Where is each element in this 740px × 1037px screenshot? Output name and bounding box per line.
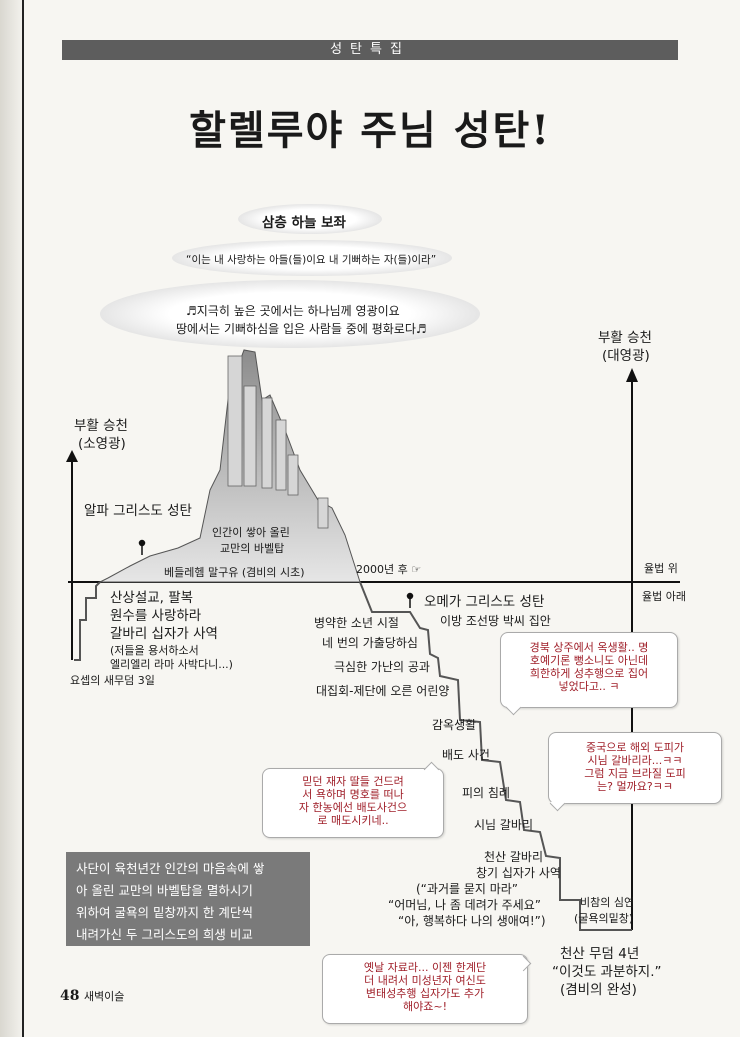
bubble-4-line: 변태성추행 십자가도 추가 [365,987,485,1000]
left-stairs-1: 산상설교, 팔복 [110,590,194,606]
cloud-bottom-line1: ♬지극히 높은 곳에서는 하나님께 영광이요 [186,304,400,318]
comment-bubble-2: 중국으로 해외 도피가 시님 갈바리라...ㅋㅋ 그럼 지금 브라질 도피 는?… [548,732,722,804]
left-arrow-label-1: 부활 승천 [74,418,128,434]
tomb-3days-label: 요셉의 새무덤 3일 [70,674,155,687]
stair-step-5: 감옥생활 [432,718,477,732]
cheonsan-2: 창기 십자가 사역 [476,866,561,880]
right-staircase [359,581,632,931]
bubble-3-line: 자 한농에선 배도사건으 [298,801,408,814]
bubble-3-line: 믿던 재자 딸들 건드려 [302,775,404,788]
cloud-top [238,204,382,234]
cheonsan-1: 천산 갈바리 [484,850,544,864]
note-line: 위하여 굴욕의 밑창까지 한 계단씩 [76,905,253,920]
bubble-4-line: 옛날 자료라... 이젠 한계단 [363,961,487,974]
cloud-bottom [100,280,480,348]
left-arrow-label-2: (소영광) [78,436,126,452]
law-above-label: 율법 위 [644,562,678,575]
left-steps [74,581,101,661]
alpha-label: 알파 그리스도 성탄 [84,503,192,519]
tomb4-2: “이것도 과분하지.” [552,964,662,980]
omega-sub: 이방 조선땅 박씨 집안 [440,614,551,628]
stair-step-7: 피의 침례 [462,786,510,800]
left-stairs-5: 엘리엘리 라마 사박다니...) [110,658,233,671]
tomb4-3: (겸비의 완성) [560,982,637,998]
bubble-4-line: 더 내려서 미성년자 여신도 [364,974,486,987]
comment-bubble-4: 옛날 자료라... 이젠 한계단 더 내려서 미성년자 여신도 변태성추행 십자… [322,954,528,1024]
left-stairs-2: 원수를 사랑하라 [110,608,202,624]
left-arrow-head [66,450,78,462]
cheonsan-5: “아, 행복하다 나의 생애여!”) [398,914,546,928]
figure-right [406,592,414,608]
cloud-middle [172,240,452,276]
abyss-label-1: 비참의 심연 [580,896,635,909]
bubble-1-line: 희한하게 성추행으로 집어 [529,667,649,680]
page-number: 48 [60,988,80,1004]
cheonsan-4: “어머님, 나 좀 데려가 주세요” [388,898,541,912]
bubble-2-line: 시님 갈바리라...ㅋㅋ [587,754,683,767]
bubble-2-line: 는? 멀까요?ㅋㅋ [597,780,673,793]
bubble-3-line: 서 욕하며 명호를 떠나 [302,788,404,801]
bubble-1-line: 경북 상주에서 옥생활.. 명 [529,641,649,654]
right-arrow-label-2: (대영광) [602,348,650,364]
omega-title: 오메가 그리스도 성탄 [424,594,545,610]
page-binding [0,0,22,1037]
magazine-name: 새벽이슬 [83,990,125,1003]
bubble-2-line: 중국으로 해외 도피가 [585,741,685,754]
bubble-4-line: 해야죠~! [403,1000,447,1013]
cloud-top-text: 삼층 하늘 보좌 [262,215,346,231]
page-footer: 48 새벽이슬 [60,988,124,1004]
stair-step-4: 대집회-제단에 오른 어린양 [316,684,450,698]
cloud-bottom-line2: 땅에서는 기뻐하심을 입은 사람들 중에 평화로다♬ [176,322,427,336]
page-title: 할렐루야 주님 성탄! [189,107,551,154]
cheonsan-3: (“과거를 묻지 마라” [416,882,519,896]
figure-left [138,539,146,555]
binding-line [22,0,24,1037]
bubble-3-line: 로 매도시키네.. [317,814,389,827]
bubble-1-line: 넣었다고.. ㅋ [558,680,620,693]
bubble-1-line: 호예기론 뻥소니도 아닌데 [529,654,649,667]
stair-step-2: 네 번의 가출당하심 [322,636,418,650]
left-stairs-3: 갈바리 십자가 사역 [110,626,218,642]
stair-step-8: 시님 갈바리 [474,818,534,832]
after-2000-label: 2000년 후 ☞ [356,563,422,576]
note-line: 사단이 육천년간 인간의 마음속에 쌓 [76,861,265,876]
note-line: 내려가신 두 그리스도의 희생 비교 [76,927,253,942]
stair-step-6: 배도 사건 [442,748,490,762]
bubble-2-line: 그럼 지금 브라질 도피 [584,767,686,780]
summary-note-box: 사단이 육천년간 인간의 마음속에 쌓 아 올린 교만의 바벨탑을 멸하시기 위… [66,852,310,946]
note-line: 아 올린 교만의 바벨탑을 멸하시기 [76,883,253,898]
babel-towers [227,355,329,529]
right-arrow-head [626,368,638,382]
babel-label-1: 인간이 쌓아 올린 [212,526,290,539]
stair-step-3: 극심한 가난의 공과 [334,660,430,674]
section-header-bar: 성탄특집 [62,40,678,60]
left-stairs-4: (저들을 용서하소서 [110,644,199,657]
stair-step-1: 병약한 소년 시절 [314,616,399,630]
tomb4-1: 천산 무덤 4년 [560,946,640,962]
bethlehem-label: 베들레헴 말구유 (겸비의 시초) [164,566,305,579]
comment-bubble-1: 경북 상주에서 옥생활.. 명 호예기론 뻥소니도 아닌데 희한하게 성추행으로… [500,632,678,708]
babel-label-2: 교만의 바벨탑 [220,542,285,555]
law-below-label: 율법 아래 [642,590,686,603]
comment-bubble-3: 믿던 재자 딸들 건드려 서 욕하며 명호를 떠나 자 한농에선 배도사건으 로… [262,768,444,838]
abyss-label-2: (굴욕의밑창) [574,912,634,925]
cloud-middle-text: “이는 내 사랑하는 아들(들)이요 내 기뻐하는 자(들)이라” [186,254,437,266]
right-arrow-label-1: 부활 승천 [598,330,652,346]
